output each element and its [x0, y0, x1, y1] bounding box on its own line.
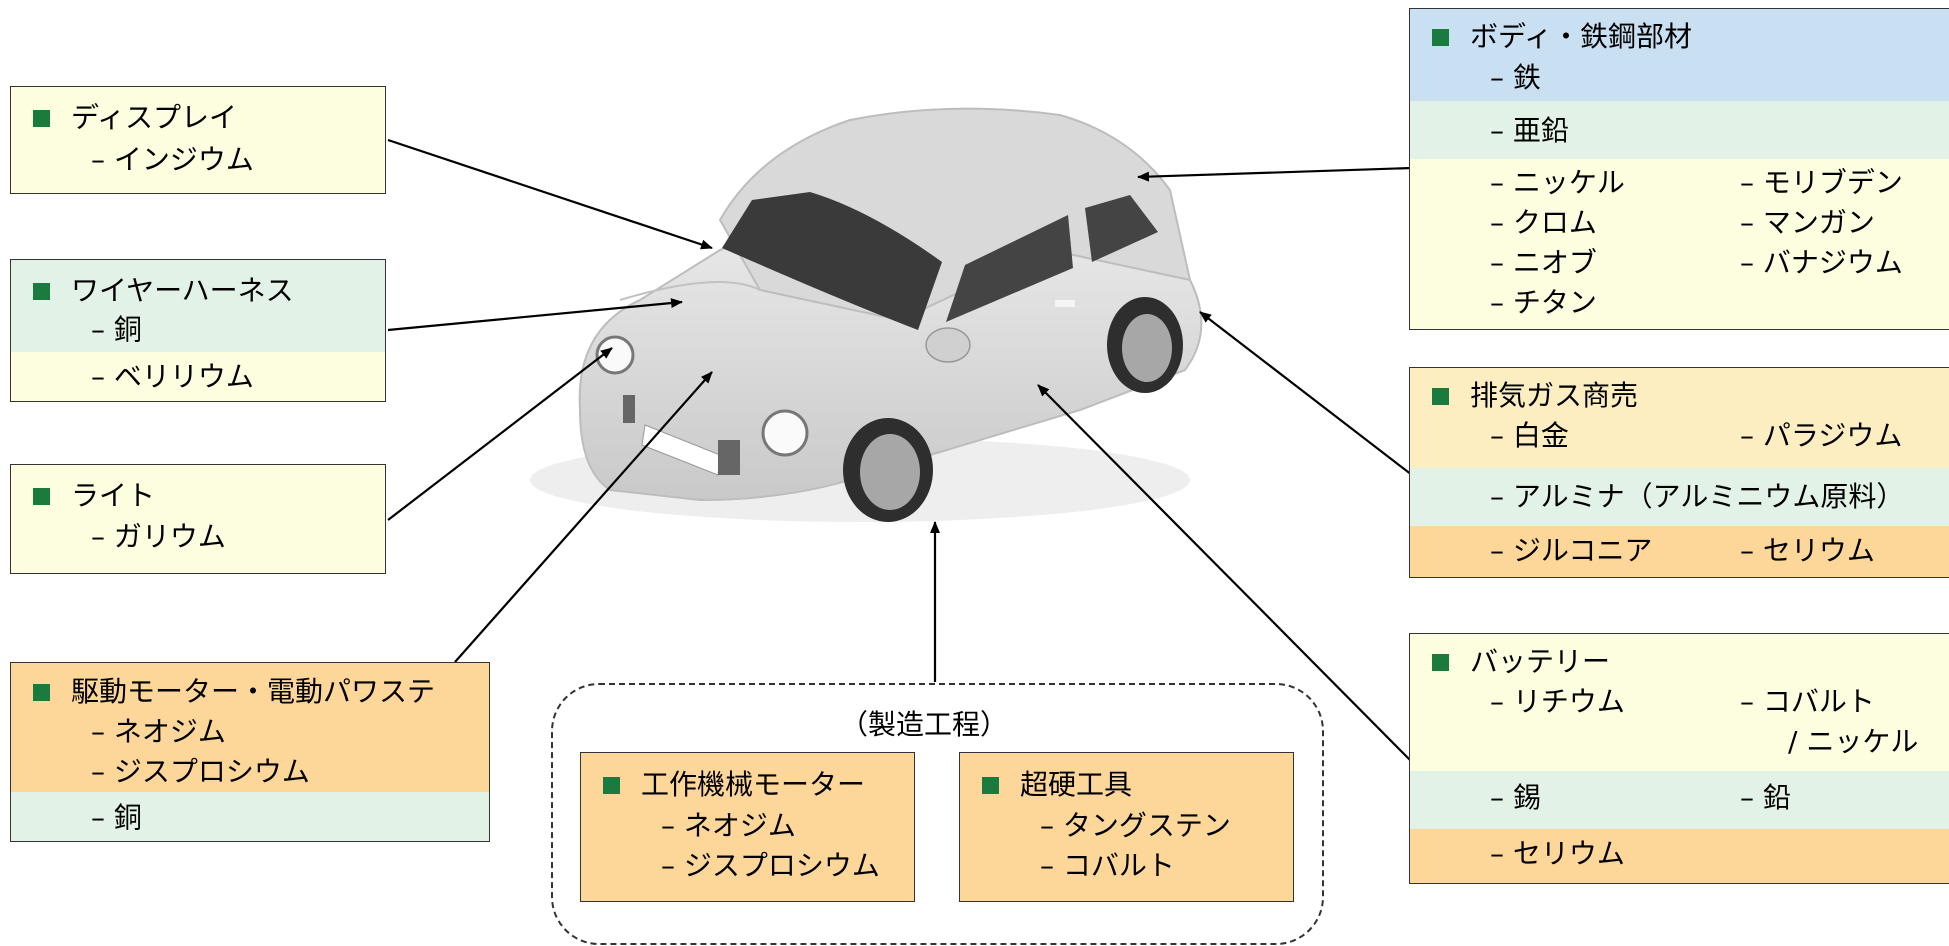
- material-item: – ネオジム: [661, 809, 796, 842]
- machine-tool-motor-box: 工作機械モーター – ネオジム – ジスプロシウム: [580, 752, 915, 902]
- material-item: – ジスプロシウム: [661, 849, 880, 882]
- material-item: – コバルト: [1740, 685, 1875, 718]
- material-item: – 銅: [91, 313, 142, 346]
- material-item: – ニッケル: [1490, 166, 1625, 199]
- battery-title: バッテリー: [1470, 645, 1611, 678]
- material-item: – ネオジム: [91, 715, 226, 748]
- material-item: – アルミナ（アルミニウム原料）: [1490, 480, 1905, 513]
- material-item: – モリブデン: [1740, 166, 1903, 199]
- arrow-light: [387, 347, 613, 521]
- material-item: / ニッケル: [1788, 725, 1919, 758]
- material-item: – 亜鉛: [1490, 114, 1569, 147]
- wire-harness-title: ワイヤーハーネス: [71, 274, 294, 307]
- drive-motor-title: 駆動モーター・電動パワステ: [71, 675, 436, 708]
- material-item: – ジスプロシウム: [91, 755, 310, 788]
- exhaust-title: 排気ガス商売: [1470, 379, 1639, 412]
- bullet-square-icon: [33, 488, 50, 505]
- arrow-wire-harness: [387, 298, 683, 332]
- arrow-display: [387, 138, 713, 250]
- carbide-tools-title: 超硬工具: [1020, 768, 1133, 801]
- arrow-body: [1137, 166, 1413, 182]
- material-item: – リチウム: [1490, 685, 1625, 718]
- bullet-square-icon: [33, 283, 50, 300]
- manufacturing-process-group: [551, 683, 1324, 945]
- arrow-exhaust: [1199, 311, 1413, 476]
- exhaust-box: 排気ガス商売 – 白金 – パラジウム – アルミナ（アルミニウム原料） – ジ…: [1409, 367, 1949, 578]
- arrow-motor: [454, 371, 713, 663]
- material-item: – コバルト: [1040, 849, 1175, 882]
- bullet-square-icon: [1432, 388, 1449, 405]
- light-title: ライト: [71, 479, 156, 512]
- wire-harness-box: ワイヤーハーネス – 銅 – ベリリウム: [10, 259, 386, 402]
- bullet-square-icon: [33, 110, 50, 127]
- body-steel-title: ボディ・鉄鋼部材: [1470, 20, 1693, 53]
- material-item: – ニオブ: [1490, 246, 1597, 279]
- material-item: – 銅: [91, 801, 142, 834]
- material-item: – ガリウム: [91, 520, 226, 553]
- material-item: – バナジウム: [1740, 246, 1903, 279]
- material-item: – セリウム: [1740, 534, 1875, 567]
- display-title: ディスプレイ: [71, 101, 238, 134]
- material-item: – タングステン: [1040, 809, 1231, 842]
- material-item: – 鉛: [1740, 781, 1791, 814]
- material-item: – 白金: [1490, 419, 1569, 452]
- material-item: – ジルコニア: [1490, 534, 1653, 567]
- material-item: – セリウム: [1490, 837, 1625, 870]
- car-illustration: [530, 107, 1203, 522]
- machine-tool-motor-title: 工作機械モーター: [641, 768, 866, 801]
- arrow-battery: [1037, 384, 1413, 763]
- material-item: – マンガン: [1740, 206, 1875, 239]
- material-item: – ベリリウム: [91, 360, 254, 393]
- carbide-tools-box: 超硬工具 – タングステン – コバルト: [959, 752, 1294, 902]
- material-item: – 錫: [1490, 781, 1541, 814]
- bullet-square-icon: [603, 777, 620, 794]
- process-label: （製造工程）: [840, 708, 1009, 741]
- bullet-square-icon: [1432, 654, 1449, 671]
- connector-arrows: [387, 138, 1413, 763]
- material-item: – チタン: [1490, 286, 1597, 319]
- material-item: – パラジウム: [1740, 419, 1903, 452]
- material-item: – 鉄: [1490, 61, 1541, 94]
- display-box: ディスプレイ – インジウム: [10, 86, 386, 194]
- battery-box: バッテリー – リチウム – コバルト / ニッケル – 錫 – 鉛 – セリウ…: [1409, 633, 1949, 884]
- light-box: ライト – ガリウム: [10, 464, 386, 574]
- bullet-square-icon: [1432, 29, 1449, 46]
- bullet-square-icon: [982, 777, 999, 794]
- material-item: – インジウム: [91, 143, 254, 176]
- body-steel-box: ボディ・鉄鋼部材 – 鉄 – 亜鉛 – ニッケル – モリブデン – クロム –…: [1409, 8, 1949, 330]
- bullet-square-icon: [33, 684, 50, 701]
- material-item: – クロム: [1490, 206, 1597, 239]
- drive-motor-box: 駆動モーター・電動パワステ – ネオジム – ジスプロシウム – 銅: [10, 662, 490, 842]
